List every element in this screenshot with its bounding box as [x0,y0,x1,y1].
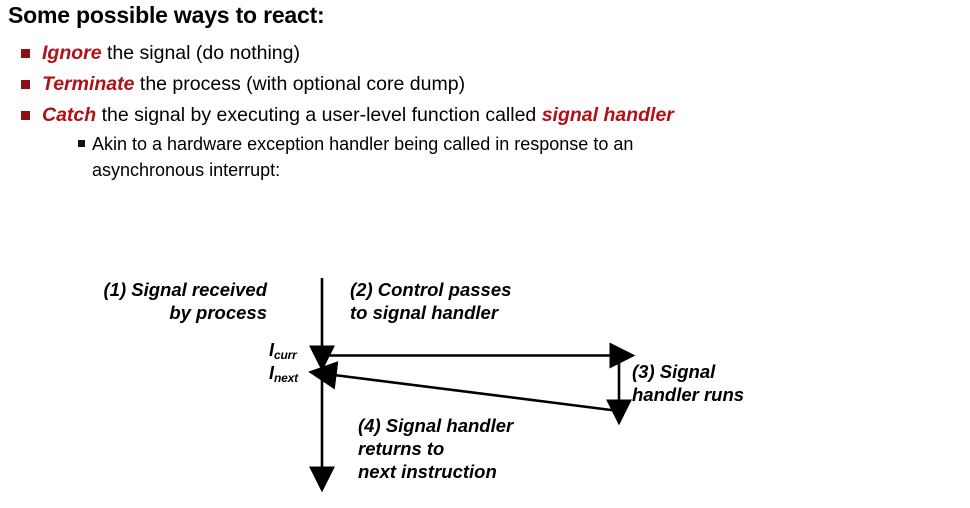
list-item-text: the process (with optional core dump) [134,73,466,95]
page-title: Some possible ways to react: [8,2,325,28]
list-item-text: the signal by executing a user-level fun… [96,104,542,126]
list-item-keyword: Terminate [42,73,135,95]
list-item: Catch the signal by executing a user-lev… [0,100,970,131]
arrow-handler-return [308,361,620,413]
instruction-label-icurr-subscript: curr [274,348,297,362]
diagram-label-step-4-line-3: next instruction [358,461,497,482]
list-item-keyword-tail: signal handler [541,104,674,126]
sub-list-item-continuation: asynchronous interrupt: [92,160,281,180]
instruction-label-inext: Inext [269,363,298,385]
instruction-label-inext-subscript: next [274,371,298,385]
sub-list-item-text: Akin to a hardware exception handler bei… [92,134,634,154]
list-item-keyword: Ignore [42,42,102,64]
instruction-label-icurr-base: I [269,340,275,360]
list-item-text: the signal (do nothing) [101,42,300,64]
diagram-label-step-4-line-2: returns to [358,438,445,459]
diagram-label-step-3-line-2: handler runs [632,384,745,405]
square-bullet-black-icon [78,140,85,147]
square-bullet-red-icon [21,111,30,120]
diagram-label-step-2-line-1: (2) Control passes [350,279,512,300]
diagram-label-step-4-line-1: (4) Signal handler [358,415,514,436]
instruction-label-inext-base: I [269,363,275,383]
diagram-arrows [308,278,636,493]
diagram-label-step-2-line-2: to signal handler [350,302,499,323]
list-item-keyword: Catch [42,104,97,126]
list-item: Terminate the process (with optional cor… [0,69,970,100]
sub-list-item: Akin to a hardware exception handler bei… [0,131,970,157]
square-bullet-red-icon [21,80,30,89]
square-bullet-red-icon [21,49,30,58]
list-item: Ignore the signal (do nothing) [0,38,970,69]
bullet-list: Ignore the signal (do nothing) Terminate… [0,38,970,183]
instruction-label-icurr: Icurr [269,340,297,362]
diagram-label-step-3-line-1: (3) Signal [632,361,716,382]
diagram-label-step-1-line-2: by process [169,302,267,323]
diagram-label-step-1-line-1: (1) Signal received [103,279,267,300]
